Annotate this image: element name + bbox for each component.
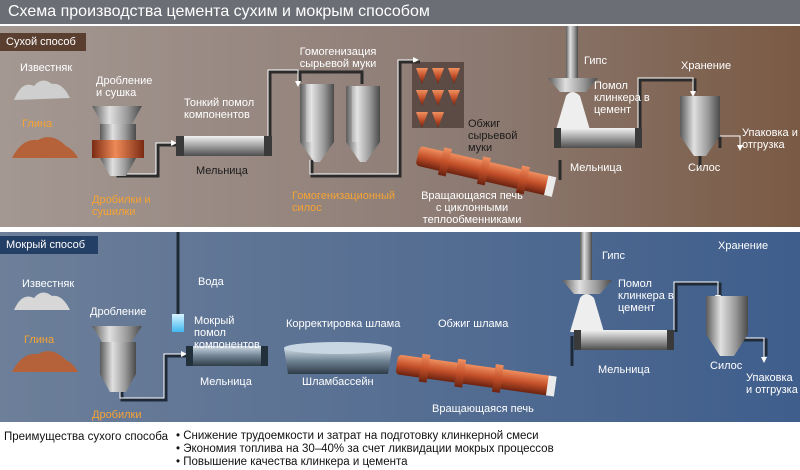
wet-grinding-label: Мокрый помол компонентов [194, 315, 260, 351]
dry-rotary-kiln-label: Вращающаяся печь с циклонными теплообмен… [421, 190, 523, 226]
wet-gypsum-feed [562, 232, 612, 332]
dry-homogenization-flour-label: Гомогенизация сырьевой муки [299, 46, 377, 70]
wet-rotary-kiln-label: Вращающаяся печь [432, 403, 534, 415]
wet-mill2-label: Мельница [598, 364, 650, 376]
dry-mill-2 [554, 128, 642, 148]
dry-homogenization-silos [300, 84, 380, 162]
wet-section-label: Мокрый способ [6, 239, 86, 251]
wet-clay-pile [12, 351, 78, 372]
title-bar [0, 0, 800, 24]
dry-crushing-drying-label: Дробление и сушка [96, 75, 153, 99]
dry-crusher [92, 106, 144, 176]
wet-mill1-label: Мельница [200, 376, 252, 388]
wet-rotary-kiln [395, 353, 557, 397]
wet-storage-label: Хранение [718, 240, 769, 252]
dry-clinker-grinding-label: Помол клинкера в цемент [594, 80, 650, 116]
advantage-item-1: • Снижение трудоемкости и затрат на подг… [176, 430, 539, 442]
dry-clay-label: Глина [22, 118, 53, 130]
dry-limestone-pile [14, 80, 70, 100]
dry-cyclones [412, 62, 464, 128]
advantage-item-3: • Повышение качества клинкера и цемента [176, 456, 408, 468]
dry-fine-grinding-label: Тонкий помол компонентов [184, 97, 255, 121]
wet-storage-silo [706, 296, 748, 356]
water-inlet [172, 314, 184, 332]
page-title: Схема производства цемента сухим и мокры… [8, 3, 430, 20]
wet-section-tab [0, 236, 98, 254]
dry-gypsum-label: Гипс [584, 55, 607, 67]
slurry-correction-label: Корректировка шлама [286, 318, 401, 330]
advantage-item-2: • Экономия топлива на 30–40% за счет лик… [176, 443, 554, 455]
wet-clay-label: Глина [24, 334, 55, 346]
dry-mill-1 [176, 136, 272, 156]
dry-gypsum-feed [548, 26, 598, 130]
dry-mill2-label: Мельница [570, 162, 622, 174]
wet-limestone-pile [14, 292, 70, 310]
dry-section-tab [0, 33, 86, 51]
wet-silo-label: Силос [710, 360, 743, 372]
wet-pipes [120, 232, 768, 402]
wet-clinker-grinding-label: Помол клинкера в цемент [618, 278, 674, 314]
wet-crusher [92, 326, 142, 392]
water-label: Вода [198, 276, 224, 288]
wet-crushers-label: Дробилки [92, 409, 142, 421]
dry-silo-label: Силос [688, 162, 721, 174]
dry-rotary-kiln [416, 146, 557, 197]
advantages-heading: Преимущества сухого способа [4, 431, 168, 443]
dry-mill1-label: Мельница [196, 165, 248, 177]
dry-crushers-dryers-label: Дробилки и сушилки [92, 194, 151, 218]
dry-firing-flour-label: Обжиг сырьевой муки [468, 118, 518, 154]
wet-mill-1 [186, 346, 268, 366]
wet-packing-label: Упаковка и отгрузка [746, 372, 798, 396]
dry-packing-label: Упаковка и отгрузка [742, 127, 798, 151]
slurry-basin [284, 342, 392, 374]
dry-storage-label: Хранение [681, 60, 732, 72]
dry-homogenization-silo-label: Гомогенизационный силос [292, 190, 396, 214]
wet-limestone-label: Известняк [22, 278, 75, 290]
slurry-basin-label: Шламбассейн [302, 376, 374, 388]
dry-section-label: Сухой способ [6, 36, 76, 48]
dry-clay-pile [12, 137, 78, 158]
wet-gypsum-label: Гипс [602, 250, 625, 262]
slurry-firing-label: Обжиг шлама [438, 318, 509, 330]
wet-mill-2 [574, 330, 674, 350]
wet-flow-arrows [119, 281, 767, 399]
dry-storage-silo [680, 96, 720, 168]
wet-crushing-label: Дробление [90, 306, 147, 318]
dry-limestone-label: Известняк [20, 62, 73, 74]
